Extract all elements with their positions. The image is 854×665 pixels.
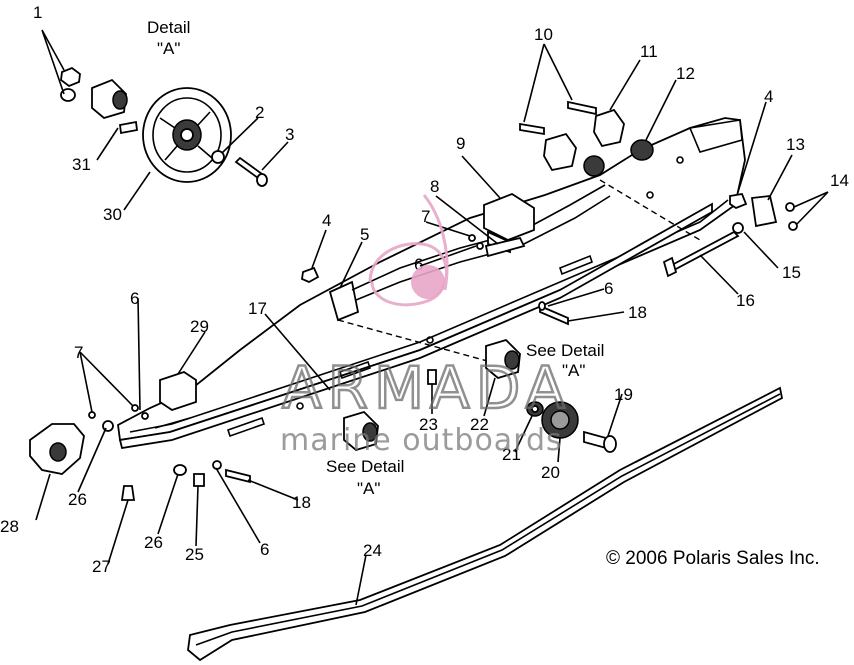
watermark-logo-disc bbox=[411, 265, 445, 299]
clip-bracket bbox=[750, 195, 778, 228]
callout-9: 9 bbox=[456, 134, 465, 153]
callout-5: 5 bbox=[360, 225, 369, 244]
washer bbox=[211, 150, 225, 164]
callout-17: 17 bbox=[248, 299, 267, 318]
callout-20: 20 bbox=[541, 463, 560, 482]
see-detail-right: See Detail bbox=[526, 341, 604, 360]
support-bracket bbox=[483, 192, 535, 241]
wear-strip bbox=[187, 386, 784, 662]
pin bbox=[519, 122, 545, 136]
callout-6: 6 bbox=[130, 289, 139, 308]
callout-labels: 1 2 3 4 4 5 6 6 6 6 7 7 8 9 10 11 12 13 … bbox=[0, 3, 849, 576]
callout-31: 31 bbox=[72, 155, 91, 174]
callout-26: 26 bbox=[68, 490, 87, 509]
callout-1: 1 bbox=[33, 3, 42, 22]
callout-3: 3 bbox=[285, 125, 294, 144]
callout-19: 19 bbox=[614, 385, 633, 404]
watermark-logo-swirl bbox=[368, 194, 449, 307]
callout-4: 4 bbox=[322, 211, 331, 230]
callout-27: 27 bbox=[92, 557, 111, 576]
detail-a-group bbox=[60, 66, 268, 187]
watermark-brand: ARMADA bbox=[282, 354, 571, 422]
callout-6: 6 bbox=[260, 540, 269, 559]
see-detail-bottom: See Detail bbox=[326, 457, 404, 476]
lock-washer bbox=[60, 88, 76, 102]
callout-18: 18 bbox=[628, 303, 647, 322]
callout-30: 30 bbox=[103, 205, 122, 224]
bushing bbox=[630, 139, 654, 161]
callout-18: 18 bbox=[292, 493, 311, 512]
bumper-block bbox=[593, 108, 625, 148]
callout-11: 11 bbox=[640, 42, 658, 61]
callout-28: 28 bbox=[0, 517, 19, 536]
callout-8: 8 bbox=[430, 177, 439, 196]
callout-24: 24 bbox=[363, 541, 382, 560]
leader-lines bbox=[35, 29, 829, 606]
axle-bolt bbox=[583, 430, 607, 450]
copyright-notice: © 2006 Polaris Sales Inc. bbox=[606, 548, 820, 569]
callout-15: 15 bbox=[782, 263, 801, 282]
callout-21: 21 bbox=[502, 445, 521, 464]
callout-6: 6 bbox=[414, 255, 423, 274]
callout-7: 7 bbox=[421, 207, 430, 226]
callout-16: 16 bbox=[736, 291, 755, 310]
watermark-tagline: marine outboards bbox=[280, 423, 563, 458]
callout-12: 12 bbox=[676, 64, 695, 83]
upper-parts bbox=[483, 100, 798, 278]
see-detail-right-letter: "A" bbox=[562, 361, 585, 380]
see-detail-bottom-letter: "A" bbox=[357, 479, 380, 498]
callout-26: 26 bbox=[144, 533, 163, 552]
callout-4: 4 bbox=[764, 87, 773, 106]
callout-6: 6 bbox=[604, 279, 613, 298]
clamp-block bbox=[159, 371, 197, 411]
callout-13: 13 bbox=[786, 135, 805, 154]
callout-23: 23 bbox=[419, 415, 438, 434]
callout-2: 2 bbox=[255, 103, 264, 122]
callout-25: 25 bbox=[185, 545, 204, 564]
watermark: ARMADA marine outboards bbox=[280, 194, 571, 458]
detail-labels: Detail "A" See Detail "A" See Detail "A" bbox=[147, 18, 604, 498]
nut bbox=[60, 66, 81, 88]
callout-10: 10 bbox=[534, 25, 553, 44]
front-parts bbox=[29, 371, 251, 501]
callout-22: 22 bbox=[470, 415, 489, 434]
mid-parts bbox=[301, 234, 617, 453]
callout-29: 29 bbox=[190, 317, 209, 336]
detail-a-letter: "A" bbox=[157, 39, 180, 58]
callout-7: 7 bbox=[74, 343, 83, 362]
detail-a-title: Detail bbox=[147, 18, 190, 37]
callout-14: 14 bbox=[830, 171, 849, 190]
